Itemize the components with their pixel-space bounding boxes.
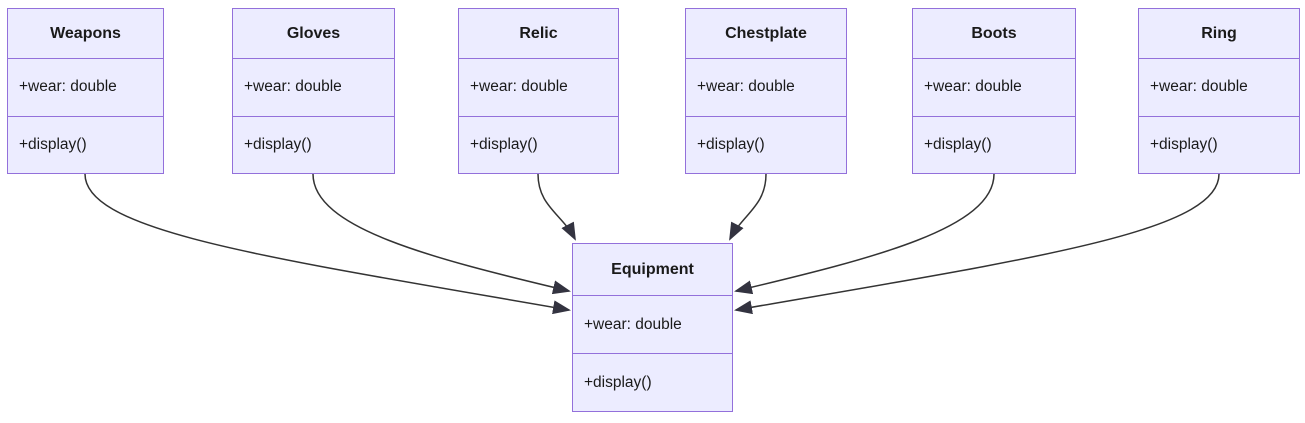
class-relic: Relic +wear: double +display() [458, 8, 619, 174]
class-gloves: Gloves +wear: double +display() [232, 8, 395, 174]
class-attribute: +wear: double [913, 59, 1075, 117]
class-attribute: +wear: double [459, 59, 618, 117]
edge-gloves-to-equipment [312, 173, 571, 295]
edge-ring-to-equipment [734, 173, 1220, 315]
edge-boots-to-equipment [734, 173, 995, 295]
class-attribute: +wear: double [233, 59, 394, 117]
class-title: Ring [1139, 9, 1299, 59]
class-method: +display() [697, 135, 765, 153]
class-chestplate: Chestplate +wear: double +display() [685, 8, 847, 174]
class-title: Equipment [573, 244, 732, 296]
class-attribute: +wear: double [686, 59, 846, 117]
class-method: +display() [1150, 135, 1218, 153]
class-title: Weapons [8, 9, 163, 59]
class-title: Chestplate [686, 9, 846, 59]
edge-weapons-to-equipment [84, 173, 571, 315]
class-title: Relic [459, 9, 618, 59]
class-attribute: +wear: double [1139, 59, 1299, 117]
class-ring: Ring +wear: double +display() [1138, 8, 1300, 174]
class-method: +display() [244, 135, 312, 153]
class-method: +display() [924, 135, 992, 153]
class-attribute: +wear: double [8, 59, 163, 117]
class-equipment: Equipment +wear: double +display() [572, 243, 733, 412]
class-method: +display() [470, 135, 538, 153]
class-title: Boots [913, 9, 1075, 59]
class-method: +display() [584, 373, 652, 391]
class-method: +display() [19, 135, 87, 153]
class-attribute: +wear: double [573, 296, 732, 354]
class-boots: Boots +wear: double +display() [912, 8, 1076, 174]
class-title: Gloves [233, 9, 394, 59]
edge-relic-to-equipment [537, 173, 576, 241]
edge-chestplate-to-equipment [729, 173, 767, 241]
class-weapons: Weapons +wear: double +display() [7, 8, 164, 174]
